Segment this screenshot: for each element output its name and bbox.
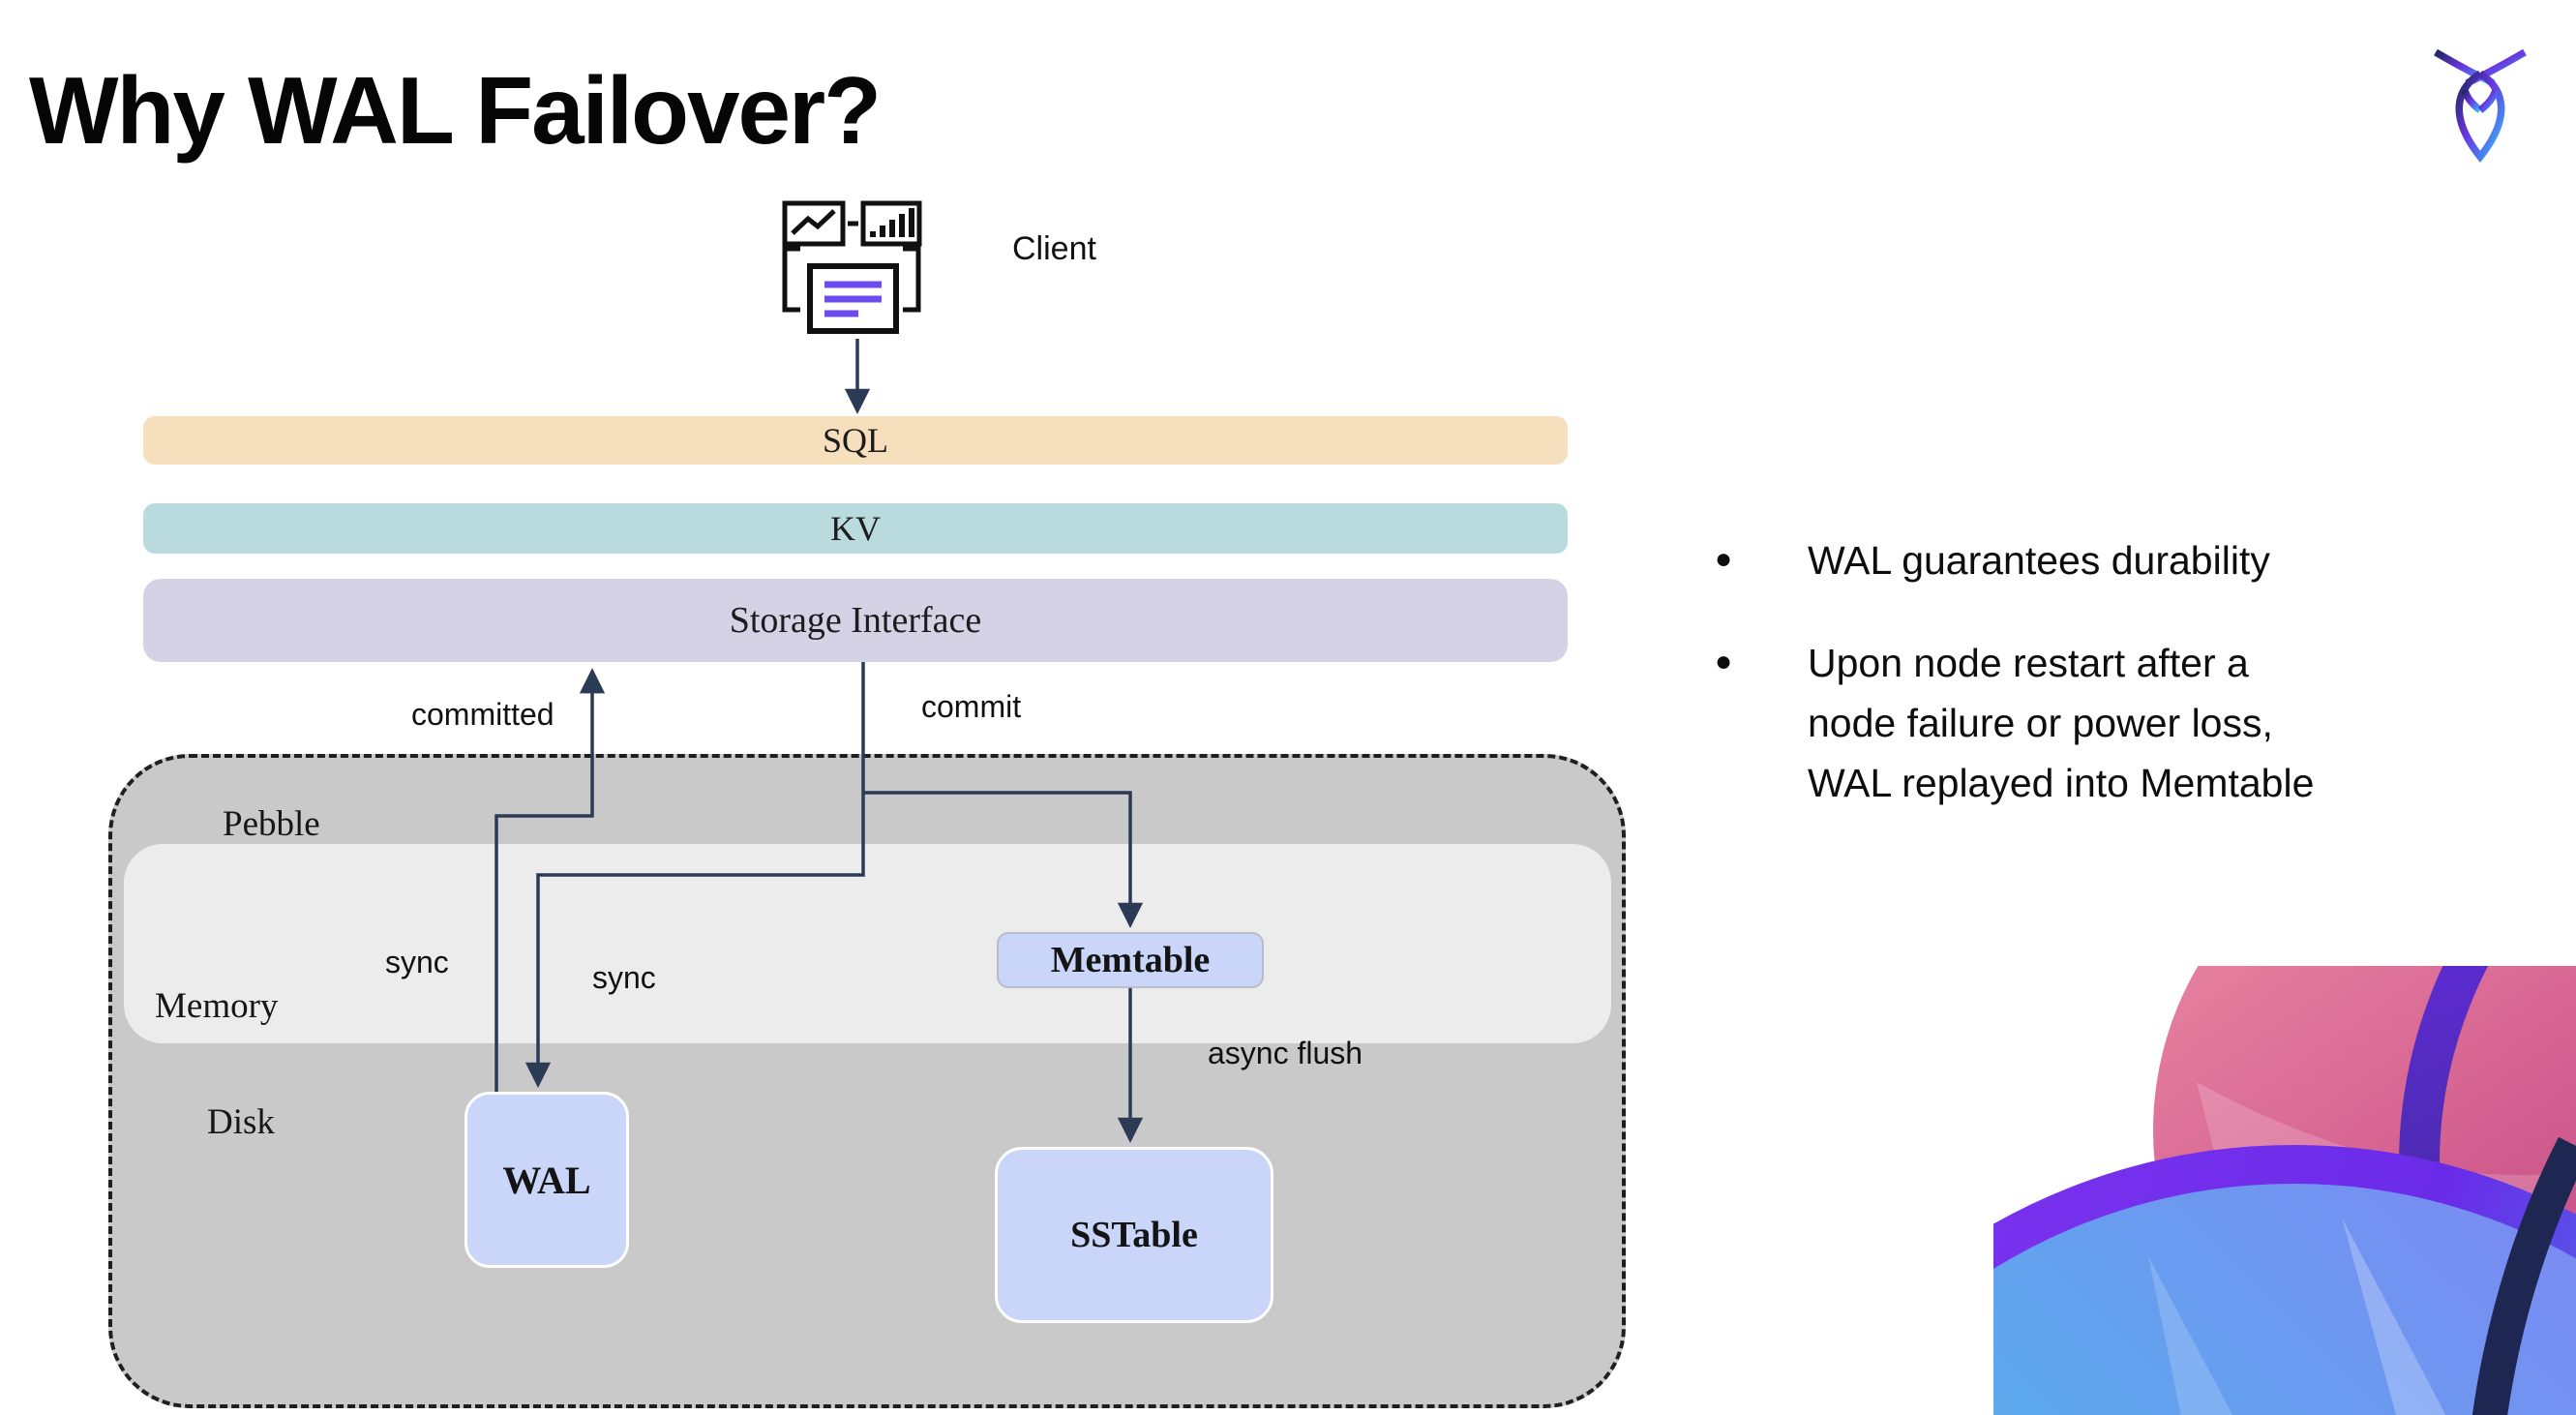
bullet-text: WAL guarantees durability bbox=[1808, 538, 2270, 583]
sstable-node-label: SSTable bbox=[1070, 1215, 1198, 1255]
pebble-label: Pebble bbox=[223, 804, 320, 844]
memtable-node-label: Memtable bbox=[1050, 940, 1211, 980]
bullet-item: ● Upon node restart after a node failure… bbox=[1715, 633, 2508, 813]
wal-node-label: WAL bbox=[502, 1158, 591, 1202]
layer-kv: KV bbox=[143, 503, 1568, 554]
layer-storage-interface-label: Storage Interface bbox=[729, 600, 982, 641]
memory-region bbox=[124, 844, 1611, 1043]
layer-sql: SQL bbox=[143, 416, 1568, 465]
client-workstation-icon bbox=[782, 200, 922, 334]
bullet-item: ● WAL guarantees durability bbox=[1715, 530, 2508, 590]
layer-storage-interface: Storage Interface bbox=[143, 579, 1568, 662]
bullet-dot-icon: ● bbox=[1715, 646, 1733, 677]
async-flush-label: async flush bbox=[1208, 1036, 1363, 1070]
memtable-node: Memtable bbox=[997, 932, 1264, 988]
bullet-dot-icon: ● bbox=[1715, 543, 1733, 575]
committed-label: committed bbox=[411, 697, 554, 732]
wal-node: WAL bbox=[464, 1092, 629, 1268]
sync-right-label: sync bbox=[592, 960, 656, 995]
sync-left-label: sync bbox=[385, 945, 449, 979]
brand-spheres-graphic bbox=[1993, 966, 2576, 1415]
sstable-node: SSTable bbox=[995, 1147, 1273, 1323]
bullet-list: ● WAL guarantees durability ● Upon node … bbox=[1715, 530, 2508, 813]
commit-label: commit bbox=[921, 689, 1022, 724]
page-title: Why WAL Failover? bbox=[29, 57, 882, 164]
layer-sql-label: SQL bbox=[822, 421, 888, 460]
layer-kv-label: KV bbox=[830, 509, 881, 548]
cockroachdb-logo-icon bbox=[2434, 48, 2527, 164]
disk-label: Disk bbox=[207, 1102, 275, 1142]
bullet-text: Upon node restart after a node failure o… bbox=[1808, 641, 2315, 805]
memory-label: Memory bbox=[155, 986, 279, 1026]
client-label: Client bbox=[1012, 230, 1096, 267]
